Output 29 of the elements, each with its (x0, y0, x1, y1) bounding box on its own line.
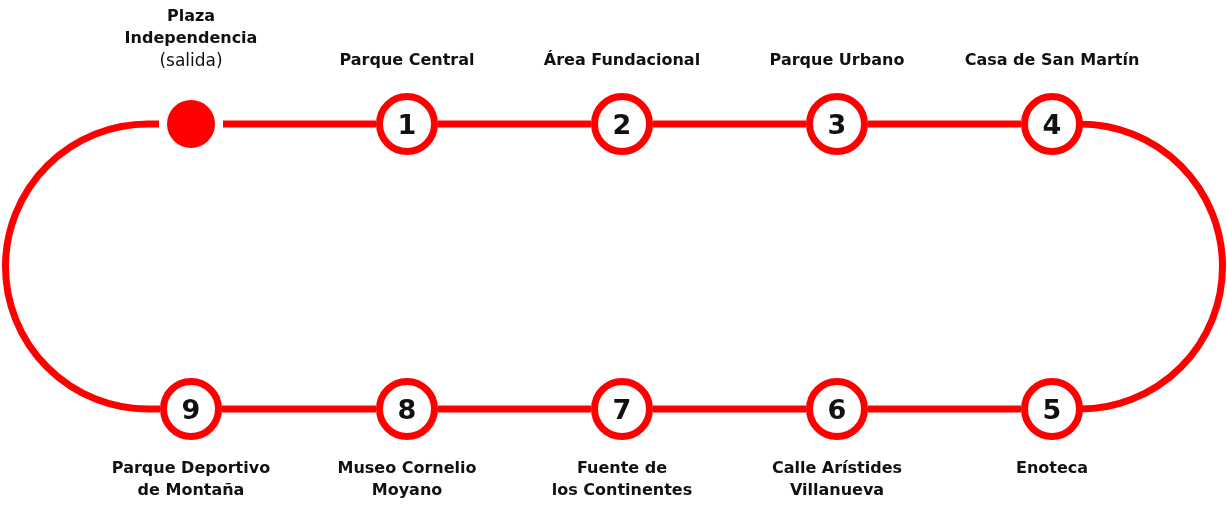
stop-number-circle: 3 (806, 93, 868, 155)
route-line (868, 120, 1021, 128)
stop-note: (salida) (158, 49, 224, 71)
stop-name: Fuente de los Continentes (550, 457, 694, 501)
stop-number-circle: 9 (160, 378, 222, 440)
stop-number-circle: 6 (806, 378, 868, 440)
start-dot (167, 100, 215, 148)
stop-name: Casa de San Martín (963, 49, 1141, 71)
stop-number-circle: 1 (376, 93, 438, 155)
stop-name: Parque Deportivo de Montaña (110, 457, 272, 501)
route-line (868, 405, 1021, 413)
stop-name: Museo Cornelio Moyano (336, 457, 478, 501)
stop-number-circle: 8 (376, 378, 438, 440)
route-line (653, 405, 806, 413)
stop-name: Plaza Independencia (123, 5, 259, 49)
route-line (222, 405, 376, 413)
stop-name: Parque Central (338, 49, 476, 71)
stop-number-circle: 4 (1021, 93, 1083, 155)
stop-name: Enoteca (1014, 457, 1090, 479)
stop-number-circle: 7 (591, 378, 653, 440)
stop-name: Área Fundacional (542, 49, 702, 71)
route-line (2, 120, 160, 413)
route-line (438, 405, 591, 413)
stop-name: Parque Urbano (768, 49, 906, 71)
route-line (653, 120, 806, 128)
stop-number-circle: 2 (591, 93, 653, 155)
stop-number-circle: 5 (1021, 378, 1083, 440)
stop-name: Calle Arístides Villanueva (770, 457, 904, 501)
route-line (438, 120, 591, 128)
